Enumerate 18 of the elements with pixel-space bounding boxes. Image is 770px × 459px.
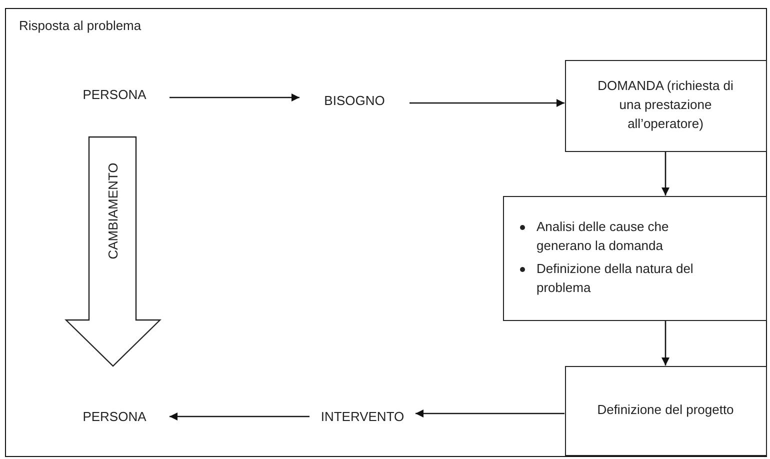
arrow [662,152,670,196]
arrow [662,320,670,366]
frame-border [5,8,767,457]
bullet-item: Definizione della natura del problema [536,260,694,297]
flow-label: BISOGNO [324,93,385,108]
process-box: Definizione del progetto [564,366,766,456]
flow-label: PERSONA [82,409,146,424]
arrow [170,94,300,102]
arrow [410,99,564,107]
frame-title: Risposta al problema [19,18,142,33]
arrow [416,410,564,418]
process-box: DOMANDA (richiesta di una prestazione all’operatore) [564,60,766,152]
process-box [502,196,766,320]
arrow [170,412,310,420]
arrow-label: CAMBIAMENTO [105,162,120,259]
flow-label: INTERVENTO [320,409,404,424]
flow-label: PERSONA [82,87,146,102]
bullet-item: Analisi delle cause che generano la domanda [536,218,670,256]
